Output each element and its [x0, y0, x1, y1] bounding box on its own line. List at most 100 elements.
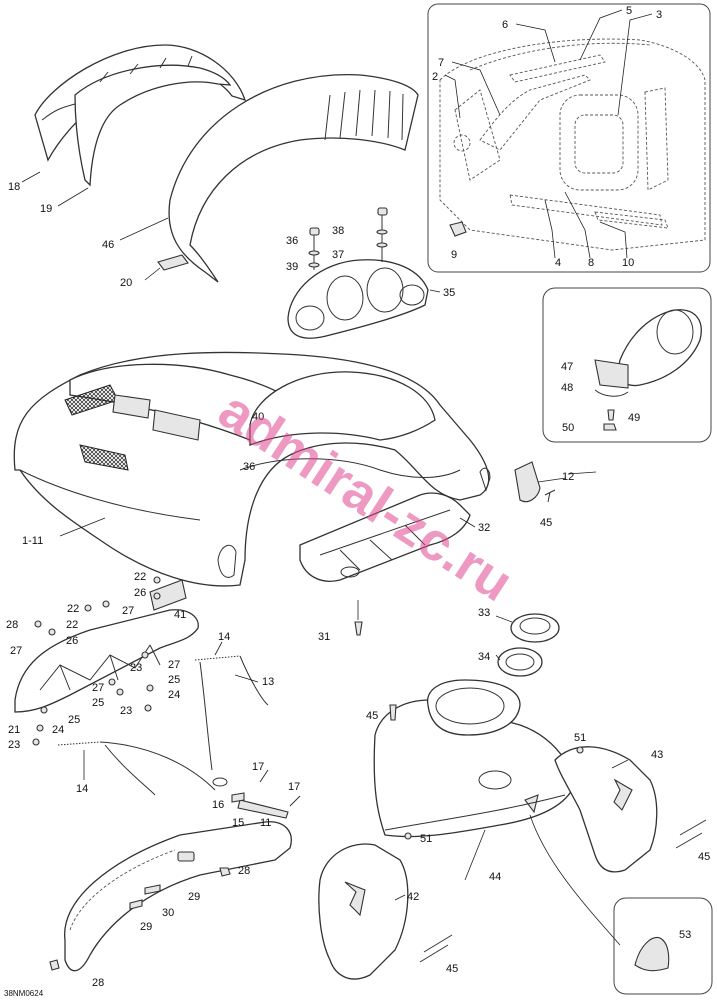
- callout-35: 35: [443, 287, 455, 299]
- molding-19-tabs: [99, 55, 193, 83]
- callout-31: 31: [318, 631, 330, 643]
- bracket-41: [149, 579, 187, 611]
- clip-9: [449, 221, 467, 237]
- callout-36-b: 36: [243, 461, 255, 473]
- seal-33-inner: [519, 617, 551, 635]
- callout-24-a: 24: [168, 689, 180, 701]
- callout-17-a: 17: [252, 761, 264, 773]
- detail-53: [529, 814, 713, 995]
- side-moldings: [34, 44, 419, 283]
- screw-45-duct: [389, 704, 397, 721]
- rack-21-lattice: [39, 644, 161, 691]
- ring-34-outer: [497, 647, 543, 677]
- pin-17-a: [259, 769, 269, 783]
- console-side-slot: [479, 467, 491, 492]
- callout-11: 11: [260, 817, 271, 829]
- screw-51-a: [576, 746, 584, 754]
- callout-15: 15: [232, 817, 244, 829]
- callout-48: 48: [561, 382, 573, 394]
- bolt-29: [144, 884, 161, 895]
- callout-28-b: 28: [238, 865, 250, 877]
- callout-44: 44: [489, 871, 501, 883]
- screws-45-right: [675, 819, 707, 849]
- callout-49: 49: [628, 412, 640, 424]
- callout-13: 13: [262, 676, 274, 688]
- callout-2: 2: [432, 71, 438, 83]
- callout-1-11: 1-11: [22, 535, 43, 547]
- callout-labels: 18 19 46 20 38 36 37 39 35 6 5 3 7 2 9 4…: [6, 5, 710, 989]
- callout-39-a: 39: [286, 261, 298, 273]
- callout-9: 9: [451, 249, 457, 261]
- callout-22-c: 22: [66, 619, 78, 631]
- main-console: [13, 351, 491, 587]
- gauge-support: [287, 207, 429, 339]
- detail-53-leader: [529, 814, 621, 946]
- leader-lines: [21, 171, 629, 901]
- callout-51-a: 51: [574, 732, 586, 744]
- air-duct: [373, 679, 573, 838]
- panel-42: [318, 843, 409, 980]
- nut-28-bottom: [49, 959, 60, 971]
- deck-outline: [439, 38, 706, 251]
- gasket-48: [594, 389, 629, 397]
- duct-47: [618, 309, 702, 387]
- callout-23-a: 23: [130, 662, 142, 674]
- bracket-12: [514, 461, 541, 503]
- callout-3: 3: [656, 9, 662, 21]
- console-handle-slot: [217, 544, 237, 578]
- callout-27-d: 27: [92, 682, 104, 694]
- tray-area: [299, 461, 556, 636]
- deck-mat-left: [479, 74, 591, 151]
- screw-stack-left: [308, 227, 320, 270]
- screw-stack-right: [376, 207, 388, 262]
- duct-cutout: [524, 794, 539, 814]
- cap-53: [634, 936, 670, 972]
- leader-2: [444, 74, 461, 119]
- callout-10: 10: [622, 257, 634, 269]
- callout-26-a: 26: [134, 587, 146, 599]
- rack-21: [14, 609, 199, 713]
- deck-console-inner: [574, 114, 624, 174]
- callout-50: 50: [562, 422, 574, 434]
- callout-17-b: 17: [288, 781, 300, 793]
- deck-mat-upper: [509, 54, 606, 83]
- panel-42-chevron: [344, 881, 366, 917]
- callout-45-a: 45: [540, 517, 552, 529]
- callout-14-a: 14: [218, 631, 230, 643]
- duct-detail: [542, 287, 712, 443]
- nut-50: [603, 423, 617, 431]
- leader-6: [515, 23, 556, 63]
- screw-31: [354, 621, 363, 636]
- callout-26-b: 26: [66, 635, 78, 647]
- leader-3: [617, 13, 653, 116]
- callout-32: 32: [478, 522, 490, 534]
- cable-13: [199, 655, 269, 771]
- bolt-30: [129, 899, 143, 910]
- ring-34-inner: [505, 653, 535, 671]
- bumper-dash-edge: [69, 849, 176, 931]
- bumper-46: [168, 74, 419, 283]
- deck-inset: [427, 3, 711, 273]
- callout-22-b: 22: [67, 603, 79, 615]
- callout-14-b: 14: [76, 783, 88, 795]
- callout-28-a: 28: [6, 619, 18, 631]
- callout-43: 43: [651, 749, 663, 761]
- molding-18-detail: [41, 103, 76, 121]
- callout-46: 46: [102, 239, 114, 251]
- insert-20: [157, 254, 189, 271]
- nut-28-top: [219, 867, 231, 877]
- spring-14-upper: [194, 655, 241, 661]
- console-window-1: [112, 394, 151, 419]
- gauge-hole-mid: [326, 275, 364, 321]
- panel-43: [554, 746, 658, 873]
- side-panels: [318, 704, 707, 980]
- rack-assembly: [14, 576, 301, 819]
- deck-upper-rail: [469, 42, 651, 71]
- callout-18: 18: [8, 181, 20, 193]
- leader-5: [579, 9, 623, 61]
- callout-24-b: 24: [52, 724, 64, 736]
- duct-47-opening: [656, 309, 694, 355]
- rear-bumper: [49, 821, 292, 972]
- callout-37-a: 37: [332, 249, 344, 261]
- clip-15: [231, 792, 245, 803]
